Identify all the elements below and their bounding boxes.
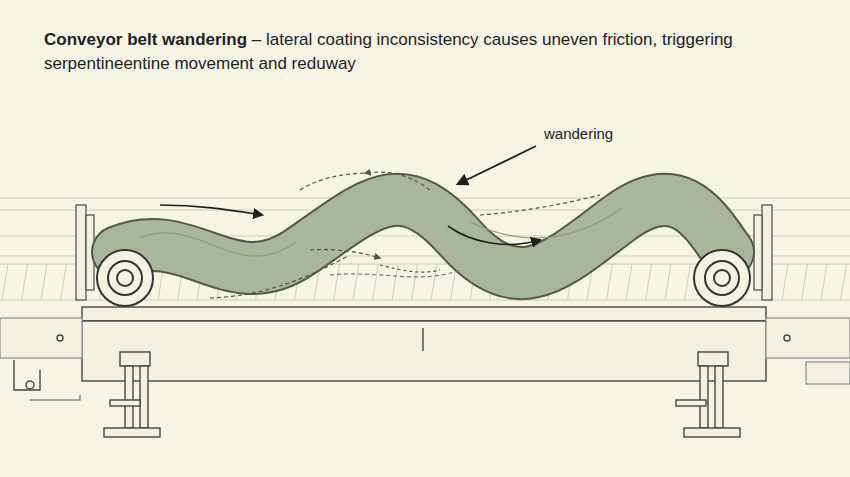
background-rails bbox=[0, 198, 850, 300]
heading-line: Conveyor belt wandering – lateral coatin… bbox=[44, 28, 734, 76]
title: Conveyor belt wandering bbox=[44, 30, 247, 49]
motion-arrow bbox=[160, 205, 540, 244]
support-leg bbox=[14, 352, 740, 437]
conveyor-belt bbox=[118, 200, 728, 273]
leader-arrow bbox=[458, 146, 536, 184]
callout-label: wandering bbox=[541, 124, 616, 143]
dashed-path-arrow bbox=[210, 172, 600, 298]
roller bbox=[97, 250, 750, 306]
